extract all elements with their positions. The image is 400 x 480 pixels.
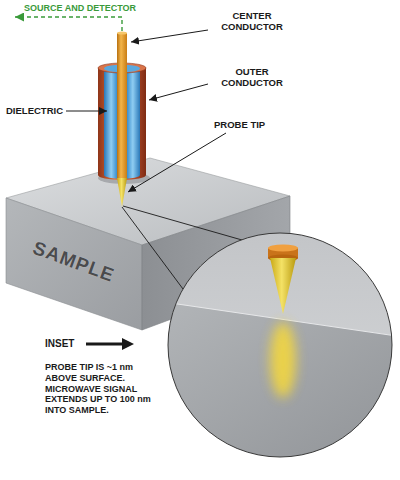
signal-label: SOURCE AND DETECTOR — [24, 3, 136, 14]
leader-arrow — [66, 111, 107, 112]
inset-pointer-arrow — [86, 343, 123, 346]
part-label: PROBE TIP — [214, 119, 265, 130]
part-label: DIELECTRIC — [6, 105, 63, 116]
sample-block: SAMPLE — [25, 232, 124, 292]
inset-pointer-arrow — [122, 338, 134, 350]
inset-leader — [123, 206, 242, 240]
sample-left-face — [6, 198, 142, 330]
inset-leader — [122, 207, 183, 289]
leader-arrow — [131, 30, 208, 42]
part-label: OUTER CONDUCTOR — [210, 66, 294, 89]
note-text: PROBE TIP IS ~1 nm ABOVE SURFACE. MICROW… — [45, 362, 167, 416]
inset-label: INSET — [45, 338, 74, 350]
leader-arrow — [128, 133, 226, 192]
inset-magnifier — [150, 233, 400, 470]
part-label: CENTER CONDUCTOR — [210, 10, 294, 33]
coax-probe — [98, 31, 150, 207]
sample-name: SAMPLE — [30, 237, 118, 287]
signal-path-arrow — [15, 17, 122, 31]
leader-arrow — [149, 84, 208, 100]
